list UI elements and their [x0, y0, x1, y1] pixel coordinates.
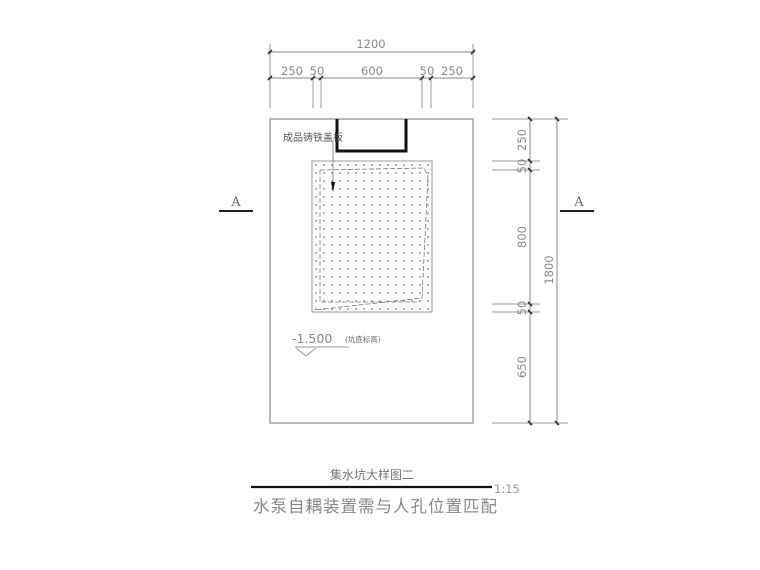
manhole-opening — [335, 119, 408, 153]
dim-top-seg-1: 250 — [281, 64, 303, 78]
elevation-note: (坑底标高) — [345, 334, 381, 344]
section-label-right: A — [573, 195, 584, 210]
dim-top-seg-5: 250 — [441, 64, 463, 78]
cast-iron-cover — [311, 160, 433, 313]
dim-top-seg-4: 50 — [420, 64, 435, 78]
dim-top-seg-3: 600 — [361, 64, 383, 78]
elevation-triangle-icon — [295, 347, 317, 357]
dim-right-seg-3: 800 — [515, 226, 529, 248]
top-dimension-chain: 1200 250 50 600 50 250 — [267, 37, 476, 108]
title-block: 集水坑大样图二 1:15 水泵自耦装置需与人孔位置匹配 — [251, 467, 520, 516]
drawing-scale: 1:15 — [494, 482, 520, 496]
section-label-left: A — [230, 195, 241, 210]
dim-top-total: 1200 — [356, 37, 385, 51]
section-marker-left: A — [219, 195, 253, 212]
section-marker-right: A — [560, 195, 594, 212]
dim-right-total: 1800 — [542, 255, 556, 284]
dim-right-seg-2: 50 — [515, 159, 529, 174]
dim-right-seg-1: 250 — [515, 129, 529, 151]
pit-outline — [269, 118, 474, 424]
drawing-subtitle: 水泵自耦装置需与人孔位置匹配 — [253, 497, 498, 516]
dim-right-seg-4: 50 — [515, 301, 529, 316]
drawing-title: 集水坑大样图二 — [330, 467, 414, 482]
right-dimension-chain: 250 50 800 50 650 1800 — [492, 116, 568, 426]
dim-top-seg-2: 50 — [310, 64, 325, 78]
elevation-marker: -1.500 (坑底标高) — [292, 331, 381, 357]
dim-right-seg-5: 650 — [515, 356, 529, 378]
leader-arrow-icon — [331, 182, 335, 192]
cover-label: 成品铸铁盖板 — [283, 131, 343, 144]
elevation-value: -1.500 — [292, 331, 332, 346]
